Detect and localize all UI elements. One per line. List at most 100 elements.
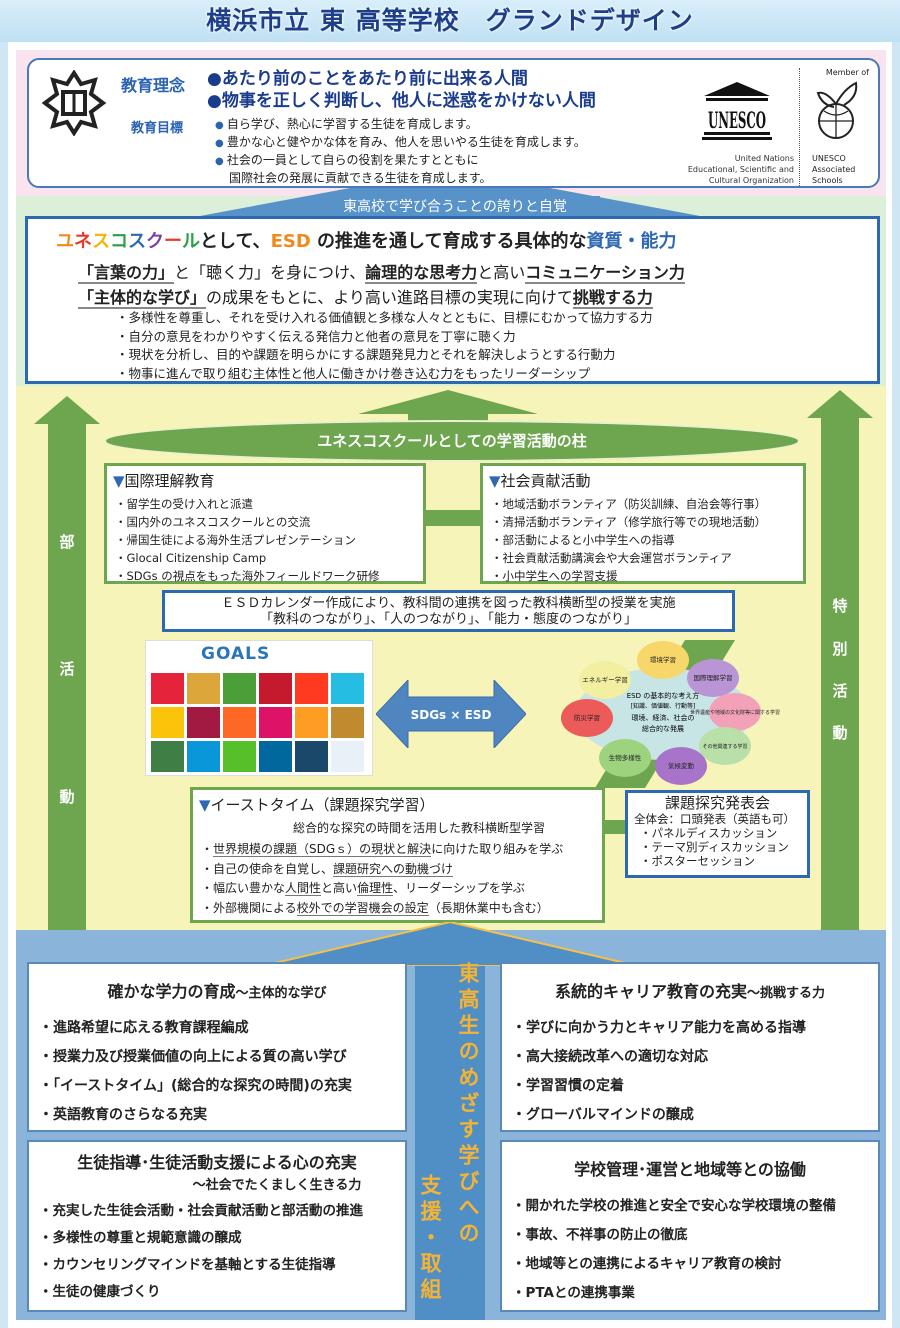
esd-petal xyxy=(561,699,613,737)
sdg-goal-tile xyxy=(223,673,256,704)
esd-concept-diagram: 環境学習国際理解学習世界遺産や地域の文化財等に関する学習その他関連する学習気候変… xyxy=(561,640,780,788)
box-title: 国際理解教育 xyxy=(113,470,423,491)
pillars-title: ユネスコスクールとしての学習活動の柱 xyxy=(104,420,800,462)
ability-item: 自分の意見をわかりやすく伝える発信力と他者の意見を丁寧に聴く力 xyxy=(116,328,653,347)
esd-petal-label: 世界遺産や地域の文化財等に関する学習 xyxy=(690,709,780,716)
list-item: テーマ別ディスカッション xyxy=(634,840,801,854)
asp-caption: Schools xyxy=(812,176,843,185)
sdg-goal-tile xyxy=(223,741,256,772)
page-title: 横浜市立 東 高等学校 グランドデザイン xyxy=(0,0,900,42)
box-title: 課題探究発表会 xyxy=(664,794,770,812)
sdg-goal-tile xyxy=(259,673,292,704)
esd-petal-label: その他関連する学習 xyxy=(702,743,747,750)
support-vertical-title: 東高生のめざす学びへの 支援・取組 xyxy=(418,962,482,1312)
box-title: 生徒指導･生徒活動支援による心の充実～社会でたくましく生きる力 xyxy=(77,1153,362,1193)
esd-calendar-line: 「教科のつながり」、「人のつながり」、「能力・態度のつながり」 xyxy=(259,612,637,627)
list-item: 社会貢献活動講演会や大会運営ボランティア xyxy=(491,549,803,567)
list-item: 英語教育のさらなる充実 xyxy=(39,1101,405,1130)
philosophy-list: ●あたり前のことをあたり前に出来る人間 ●物事を正しく判断し、他人に迷惑をかけな… xyxy=(207,68,596,112)
list-item: SDGs の視点をもった海外フィールドワーク研修 xyxy=(115,567,423,585)
member-of-label: Member of xyxy=(825,68,869,77)
center-up-arrow-icon xyxy=(358,390,538,424)
svg-text:UNESCO: UNESCO xyxy=(708,108,766,134)
sdg-goal-tile xyxy=(223,707,256,738)
vertical-main: 東高生のめざす学びへの xyxy=(456,962,480,1248)
list-item: 留学生の受け入れと派遣 xyxy=(115,495,423,513)
esd-petal-label: 防災学習 xyxy=(574,713,600,722)
abilities-heading: ユネスコスクールとして、ESD の推進を通して育成する具体的な資質・能力 xyxy=(56,231,677,252)
list-item: Glocal Citizenship Camp xyxy=(115,549,423,567)
list-item: PTAとの連携事業 xyxy=(512,1279,878,1308)
box-title: 社会貢献活動 xyxy=(489,470,803,491)
list-item: 帰国生徒による海外生活プレゼンテーション xyxy=(115,531,423,549)
list-item: 学習習慣の定着 xyxy=(512,1072,878,1101)
list-item: 清掃活動ボランティア（修学旅行等での現地活動） xyxy=(491,513,803,531)
list-item: 学びに向かう力とキャリア能力を高める指導 xyxy=(512,1014,878,1043)
ability-item: 現状を分析し、目的や課題を明らかにする課題発見力とそれを解決しようとする行動力 xyxy=(116,346,653,365)
ability-item: 多様性を尊重し、それを受け入れる価値観と多様な人々とともに、目標にむかって協力す… xyxy=(116,309,653,328)
list-item: 幅広い豊かな人間性と高い倫理性、リーダーシップを学ぶ xyxy=(201,879,602,899)
abilities-box: ユネスコスクールとして、ESD の推進を通して育成する具体的な資質・能力 「言葉… xyxy=(25,216,880,384)
asp-caption: Associated xyxy=(812,165,856,174)
connector xyxy=(605,820,625,834)
abilities-list: 多様性を尊重し、それを受け入れる価値観と多様な人々とともに、目標にむかって協力す… xyxy=(116,309,653,383)
esd-petal xyxy=(709,693,761,731)
list-item: 自己の使命を自覚し、課題研究への動機づけ xyxy=(201,860,602,880)
student-guidance-box: 生徒指導･生徒活動支援による心の充実～社会でたくましく生きる力 充実した生徒会活… xyxy=(27,1140,407,1312)
special-activities-arrow: 特 別 活 動 xyxy=(807,390,873,930)
list-item: グローバルマインドの醸成 xyxy=(512,1101,878,1130)
box-title: 学校管理･運営と地域等との協働 xyxy=(574,1160,806,1179)
vertical-sub: 支援・取組 xyxy=(418,1174,442,1304)
support-up-arrow-icon xyxy=(262,922,638,966)
sdg-goal-tile xyxy=(331,707,364,738)
list-item: 地域等との連携によるキャリア教育の検討 xyxy=(512,1250,878,1279)
academic-ability-box: 確かな学力の育成～主体的な学び 進路希望に応える教育課程編成授業力及び授業価値の… xyxy=(27,962,407,1132)
support-column xyxy=(415,955,485,1320)
sdg-goal-tile xyxy=(151,673,184,704)
sdg-goal-tile xyxy=(187,741,220,772)
list-item: 多様性の尊重と規範意識の醸成 xyxy=(39,1225,405,1252)
sdgs-poster: GOALS xyxy=(145,640,373,776)
sdg-goal-tile xyxy=(259,741,292,772)
list-item: 「イーストタイム」(総合的な探究の時間)の充実 xyxy=(39,1072,405,1101)
goal-item: 豊かな心と健やかな体を育み、他人を思いやる生徒を育成します。 xyxy=(215,134,586,152)
goals-label: 教育目標 xyxy=(131,121,184,136)
list-item: パネルディスカッション xyxy=(634,826,801,840)
sdg-goal-tile xyxy=(187,673,220,704)
list-item: 事故、不祥事の防止の徹底 xyxy=(512,1221,878,1250)
esd-center-text: [知識、価値観、行動等] xyxy=(631,702,696,710)
asp-caption: UNESCO xyxy=(812,154,846,163)
esd-petal-label: 国際理解学習 xyxy=(694,673,733,682)
sdgs-esd-label: SDGs × ESD xyxy=(411,708,492,722)
abilities-line-1: 「言葉の力」と「聴く力」を身につけ、論理的な思考力と高いコミュニケーション力 xyxy=(78,263,685,284)
list-item: 部活動によると小中学生への指導 xyxy=(491,531,803,549)
philosophy-item: ●あたり前のことをあたり前に出来る人間 xyxy=(207,69,528,89)
ability-item: 物事に進んで取り組む主体性と他人に働きかけ巻き込む力をもったリーダーシップ xyxy=(116,365,653,384)
philosophy-box: 教育理念 ●あたり前のことをあたり前に出来る人間 ●物事を正しく判断し、他人に迷… xyxy=(27,58,880,188)
sdg-goal-tile xyxy=(259,707,292,738)
goal-item: 自ら学び、熱心に学習する生徒を育成します。 xyxy=(215,116,586,134)
esd-calendar-box: ＥＳＤカレンダー作成により、教科間の連携を図った教科横断型の授業を実施 「教科の… xyxy=(162,590,735,632)
list-item: 高大接続改革への適切な対応 xyxy=(512,1043,878,1072)
presentation-box: 課題探究発表会 全体会：口頭発表（英語も可） パネルディスカッションテーマ別ディ… xyxy=(625,790,810,878)
side-label-char: 部 xyxy=(59,533,75,551)
sdg-goal-tile xyxy=(151,741,184,772)
list-item: 国内外のユネスコスクールとの交流 xyxy=(115,513,423,531)
sdg-goal-tile xyxy=(295,673,328,704)
unesco-caption: Cultural Organization xyxy=(708,176,794,185)
goals-list: 自ら学び、熱心に学習する生徒を育成します。 豊かな心と健やかな体を育み、他人を思… xyxy=(215,116,586,188)
list-item: 生徒の健康づくり xyxy=(39,1279,405,1306)
international-understanding-box: 国際理解教育 留学生の受け入れと派遣国内外のユネスコスクールとの交流帰国生徒によ… xyxy=(104,463,426,584)
pride-banner: 東高校で学び合うことの誇りと自覚 xyxy=(310,196,600,218)
school-management-box: 学校管理･運営と地域等との協働 開かれた学校の推進と安全で安心な学校環境の整備事… xyxy=(500,1140,880,1312)
east-time-box: イーストタイム（課題探究学習） 総合的な探究の時間を活用した教科横断型学習 世界… xyxy=(190,787,605,923)
esd-petal-label: 気候変動 xyxy=(668,761,695,770)
goal-item-continuation: 国際社会の発展に貢献できる生徒を育成します。 xyxy=(229,171,492,185)
double-arrow-icon: SDGs × ESD xyxy=(376,680,526,748)
esd-petal-label: エネルギー学習 xyxy=(582,675,628,684)
asp-globe-icon xyxy=(816,81,858,139)
side-label-char: 別 xyxy=(832,640,848,658)
esd-center-text: 総合的な発展 xyxy=(642,724,684,733)
